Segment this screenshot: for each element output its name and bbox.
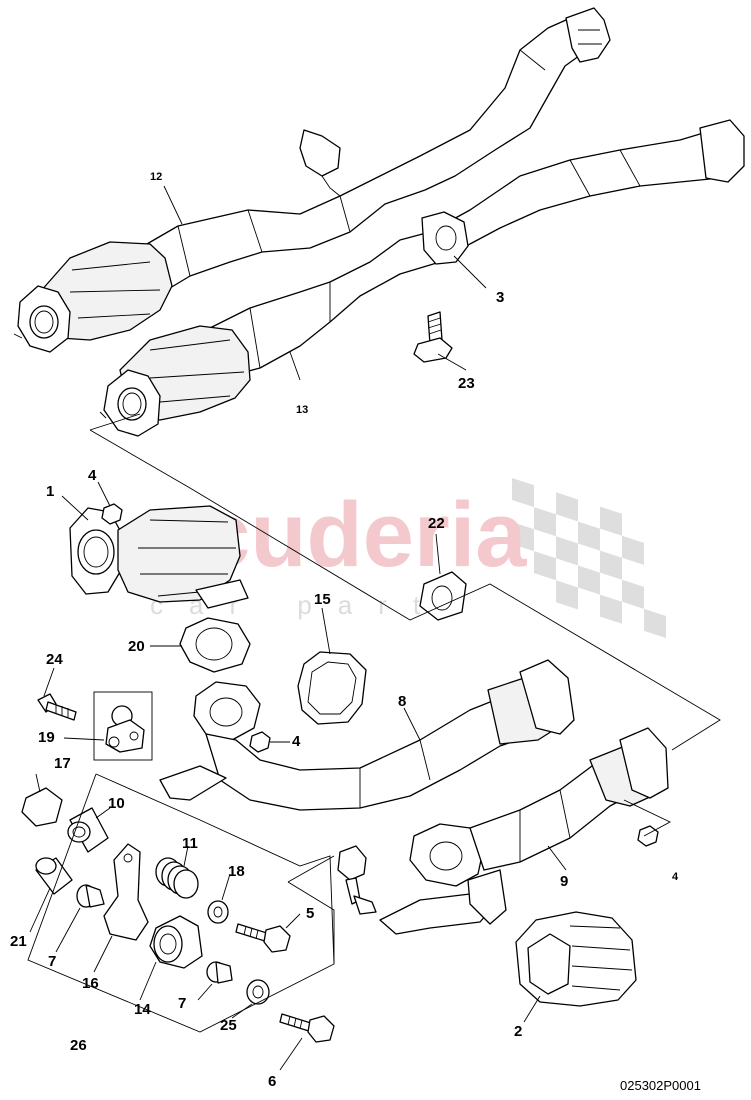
callout-6: 6 (268, 1073, 276, 1090)
washer-left (76, 884, 105, 908)
callout-26: 26 (70, 1037, 87, 1054)
spacer-sleeve (67, 807, 109, 853)
callout-11: 11 (182, 835, 198, 852)
checkered-flag-logo (512, 478, 666, 639)
callout-19: 19 (38, 729, 55, 746)
callout-14: 14 (134, 1001, 151, 1018)
coil-spring (155, 857, 199, 899)
converter-body (117, 505, 241, 603)
mounting-bushing-right (337, 845, 377, 915)
callout-24: 24 (46, 651, 63, 668)
callout-4-right: 4 (672, 871, 679, 883)
bolt-5 (235, 923, 291, 953)
hanger-bracket-upper (299, 129, 341, 177)
nut-right (637, 825, 659, 847)
callout-21: 21 (10, 933, 27, 950)
callout-18: 18 (228, 863, 245, 880)
exhaust-pipe-right (209, 127, 743, 377)
bolt (413, 311, 453, 363)
drawing-number: 025302P0001 (620, 1078, 701, 1093)
callout-5: 5 (306, 905, 314, 922)
callout-8: 8 (398, 693, 406, 710)
assembly-outlines (27, 413, 721, 1033)
pipe-clamp (421, 211, 469, 265)
callout-25: 25 (220, 1017, 237, 1034)
callout-7-bottom: 7 (178, 995, 186, 1012)
rubber-bushing (149, 915, 203, 969)
callout-4-center: 4 (292, 733, 301, 750)
callout-labels: 12 13 3 23 1 4 22 15 20 24 19 8 4 17 10 … (10, 171, 679, 1090)
bolt-6 (279, 1013, 335, 1043)
callout-10: 10 (108, 795, 125, 812)
callout-4-top: 4 (88, 467, 97, 484)
front-pipe-upper (159, 659, 575, 811)
callout-23: 23 (458, 375, 475, 392)
callout-20: 20 (128, 638, 145, 655)
gasket-flange (179, 617, 251, 673)
callout-13: 13 (296, 404, 308, 416)
washer-25 (246, 979, 270, 1005)
rear-clamp-left (565, 7, 611, 63)
leader-lines (29, 185, 567, 1071)
catalytic-converter-detail (69, 503, 249, 609)
rear-clamp-right (699, 119, 745, 183)
callout-1: 1 (46, 483, 54, 500)
callout-17: 17 (54, 755, 71, 772)
bracket-bushing (105, 705, 145, 753)
callout-16: 16 (82, 975, 99, 992)
exhaust-pipe-left (139, 15, 591, 295)
washer-18 (207, 900, 229, 924)
washer-bottom (206, 961, 233, 984)
watermark: scuderia car parts (148, 478, 666, 639)
front-pipe-lower (379, 727, 669, 935)
rubber-block (21, 787, 63, 827)
exhaust-pipe-assembly (13, 7, 745, 437)
callout-7-left: 7 (48, 953, 56, 970)
callout-12: 12 (150, 171, 162, 183)
nut (101, 503, 123, 525)
nut-center (249, 731, 271, 753)
hanger-bracket (103, 843, 149, 941)
callout-9: 9 (560, 873, 568, 890)
callout-22: 22 (428, 515, 445, 532)
heat-shield-converter (515, 911, 637, 1007)
callout-15: 15 (314, 591, 331, 608)
callout-3: 3 (496, 289, 504, 306)
callout-2: 2 (514, 1023, 522, 1040)
bracket-group-box (93, 691, 153, 761)
gasket-small (419, 571, 467, 621)
bolt-24 (37, 693, 77, 721)
